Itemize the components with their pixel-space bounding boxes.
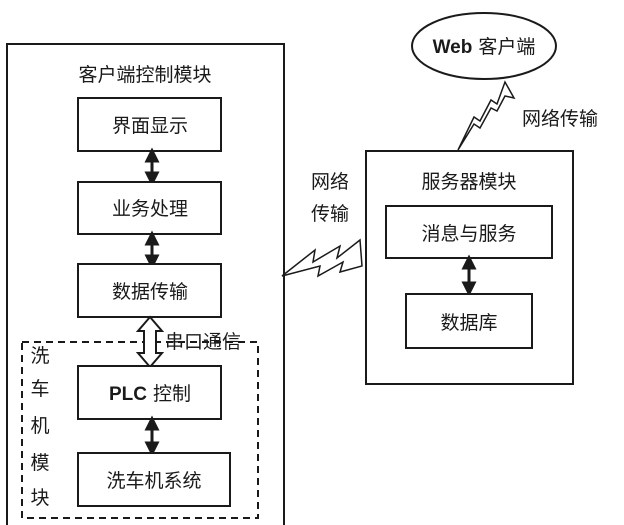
network-link-lightning-icon [457,80,516,151]
data-transmission-label: 数据传输 [112,281,188,303]
plc-control-label: PLC 控制 [109,383,191,405]
web-client-node [411,12,557,80]
car-washer-system-label: 洗车机系统 [106,470,201,492]
car-washer-system-box [77,452,231,507]
network-transfer-top-label: 网络传输 [522,108,598,130]
database-box [405,293,533,349]
svg-text:洗: 洗 [30,345,49,367]
svg-text:机: 机 [30,415,49,437]
car-washer-module-title: 洗 车 机 模 块 [30,345,49,509]
database-label: 数据库 [440,312,497,334]
network-transfer-left-line2: 传输 [311,203,349,225]
svg-text:车: 车 [30,378,49,400]
client-module-title: 客户端控制模块 [78,64,211,86]
server-module-title: 服务器模块 [421,171,516,193]
svg-text:模: 模 [30,452,49,474]
ui-display-label: 界面显示 [112,115,188,137]
car-washer-module [21,341,259,519]
message-service-label: 消息与服务 [421,223,516,245]
data-transmission-box [77,263,222,318]
network-link-lightning-icon [281,238,363,278]
network-transfer-left-line1: 网络 [311,171,349,193]
serial-link-label: 串口通信 [165,331,241,353]
business-processing-label: 业务处理 [112,198,188,220]
svg-text:块: 块 [30,487,49,509]
plc-control-box [77,365,222,420]
ui-display-box [77,97,222,152]
web-client-label: Web 客户端 [433,36,536,58]
